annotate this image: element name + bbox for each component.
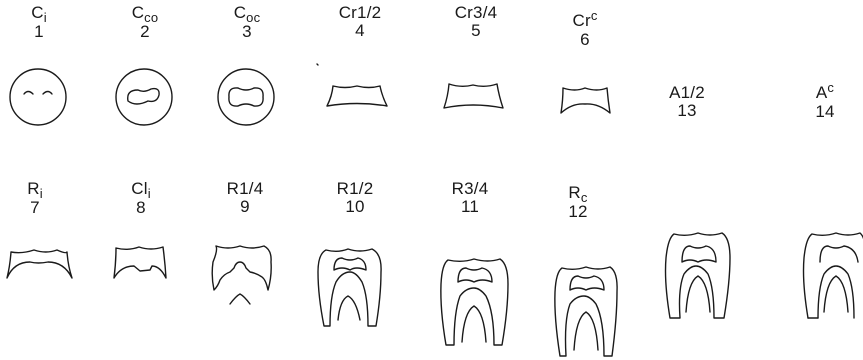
- tooth-stage-10-drawing: [318, 249, 381, 326]
- tooth-stage-8-drawing: [114, 247, 166, 278]
- tooth-stage-7-drawing: [7, 250, 72, 278]
- tooth-stage-3-drawing: [218, 69, 274, 125]
- tooth-stage-9-drawing: [212, 246, 271, 304]
- tooth-stage-14-drawing: [804, 233, 863, 318]
- tooth-stage-1-drawing: [10, 69, 66, 125]
- tooth-stage-11-drawing: [441, 259, 508, 345]
- tooth-stage-5-drawing: [444, 84, 503, 108]
- speck-mark: [317, 64, 318, 65]
- tooth-stage-6-drawing: [561, 88, 610, 113]
- tooth-stage-13-drawing: [666, 233, 731, 318]
- tooth-stage-12-drawing: [555, 267, 617, 356]
- tooth-stage-2-drawing: [116, 69, 172, 125]
- tooth-stage-4-drawing: [327, 86, 387, 106]
